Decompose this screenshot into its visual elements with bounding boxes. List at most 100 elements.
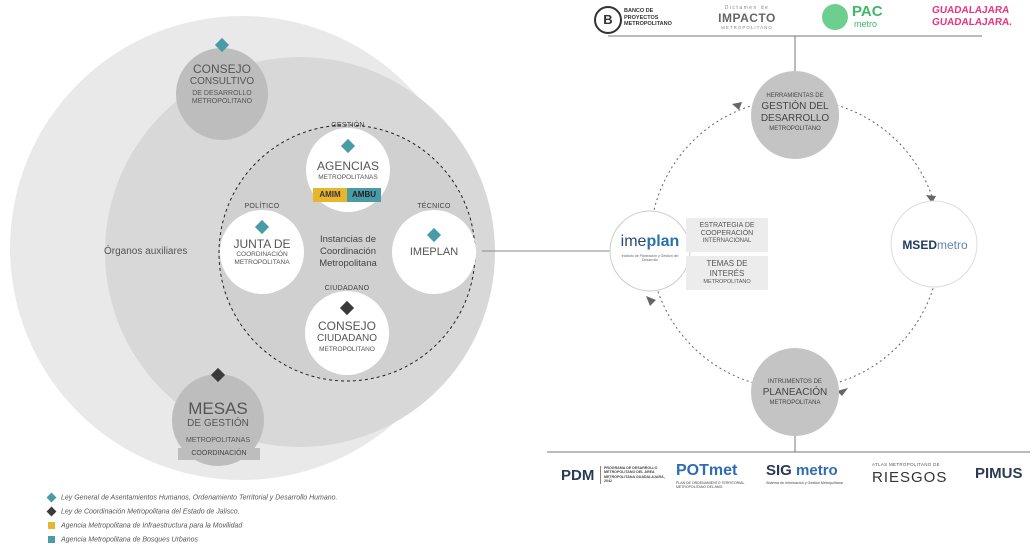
banco-line: BANCO DE — [624, 8, 654, 14]
legend-text: Ley de Coordinación Metropolitana del Es… — [61, 508, 240, 516]
herramientas-l2: GESTIÓN DEL — [761, 101, 829, 112]
pac-logo-sub: metro — [854, 19, 878, 29]
consejo-consultivo-small: DE DESARROLLO — [192, 90, 252, 97]
ambu-badge: AMBU — [347, 188, 381, 202]
junta-title: JUNTA DE — [233, 237, 291, 251]
ciudadano-tag: CIUDADANO — [324, 285, 370, 292]
legend-text: Agencia Metropolitana de Infraestructura… — [61, 522, 243, 530]
instrumentos-l1: INTRUMENTOS DE — [768, 379, 822, 385]
pimus-logo: PIMUS — [975, 465, 1023, 482]
consejo-ciudadano-sub: METROPOLITANO — [319, 346, 375, 353]
banco-line: METROPOLITANO — [624, 21, 672, 28]
instrumentos-circle — [751, 348, 839, 436]
politico-tag: POLÍTICO — [244, 203, 280, 210]
yellow-square-icon — [48, 522, 55, 529]
temas-l3: METROPOLITANO — [703, 279, 751, 285]
agencias-sub: METROPOLITANAS — [318, 174, 378, 181]
arrowhead — [926, 195, 936, 203]
legend-item: Ley de Coordinación Metropolitana del Es… — [46, 506, 240, 518]
mesas-title: MESAS — [188, 399, 248, 418]
teal-diamond-icon — [46, 492, 57, 503]
instancias-line: Metropolitana — [319, 257, 377, 269]
sig-logo-text: Sistema de Información y Gestión Metropo… — [766, 481, 843, 485]
pac-leaf-icon — [822, 4, 848, 30]
estrategia-l1: ESTRATEGIA DE — [699, 222, 755, 229]
junta-circle — [220, 210, 304, 294]
junta-sub: COORDINACIÓN — [236, 251, 288, 258]
pac-logo-big: PAC — [852, 3, 883, 20]
arrowhead — [837, 388, 848, 396]
consejo-consultivo-sub: CONSULTIVO — [189, 76, 255, 87]
temas-l1: TEMAS DE — [706, 259, 748, 268]
consejo-ciudadano-title2: CIUDADANO — [316, 333, 377, 344]
consejo-consultivo-title: CONSEJO — [192, 62, 251, 76]
msed-a: MSED — [902, 238, 937, 252]
organos-auxiliares-label: Órganos auxiliares — [104, 246, 188, 257]
herramientas-circle — [751, 71, 839, 159]
pdm-logo-text: PROGRAMA DE DESARROLLO METROPOLITANO DEL… — [600, 466, 666, 484]
amim-badge: AMIM — [313, 188, 347, 202]
imeplan-logo-a: ime — [620, 233, 647, 250]
tecnico-tag: TÉCNICO — [417, 203, 451, 210]
agencias-title: AGENCIAS — [316, 159, 379, 173]
legend-item: Agencia Metropolitana de Bosques Urbanos — [48, 536, 198, 546]
arrowhead — [646, 296, 656, 306]
gdl-logo-l2: GUADALAJARA. — [931, 17, 1013, 28]
consejo-ciudadano-title: CONSEJO — [317, 319, 376, 333]
herramientas-l4: METROPOLITANO — [769, 126, 821, 132]
temas-box — [686, 256, 768, 290]
imeplan-logo: imeplan — [614, 234, 686, 250]
potmet-logo-text: PLAN DE ORDENAMIENTO TERRITORIAL METROPO… — [676, 481, 745, 490]
imeplan-logo-circle — [609, 210, 691, 292]
gestion-tag: GESTIÓN — [331, 122, 365, 129]
banco-logo-icon: B — [594, 6, 622, 34]
estrategia-l2: COOPERACIÓN — [700, 230, 754, 237]
mesas-circle — [172, 374, 264, 466]
teal-square-icon — [48, 536, 55, 543]
gdl-logo-l1: GUADALAJARA — [931, 5, 1010, 16]
instancias-label: Instancias de Coordinación Metropolitana — [308, 234, 388, 270]
sig-a: SIG — [766, 462, 792, 479]
impacto-big: IMPACTO — [718, 11, 776, 25]
coordinacion-band: COORDINACIÓN — [178, 448, 260, 460]
impacto-logo: Dictamen de IMPACTO METROPOLITANO — [712, 5, 782, 30]
instancias-line: Coordinación — [320, 245, 376, 257]
consejo-ciudadano-circle — [305, 291, 389, 375]
banco-line: PROYECTOS — [624, 14, 659, 21]
arrowhead — [732, 102, 742, 110]
legend-item: Agencia Metropolitana de Infraestructura… — [48, 522, 242, 532]
temas-l2: INTERÉS — [709, 269, 745, 278]
msed-b: metro — [936, 238, 968, 252]
imeplan-logo-sub: Instituto de Planeación y Gestión del De… — [621, 254, 679, 262]
consejo-consultivo-small2: METROPOLITANO — [191, 98, 253, 105]
msed-logo: MSEDmetro — [897, 238, 973, 252]
consejo-consultivo-circle — [176, 48, 268, 140]
legend-text: Agencia Metropolitana de Bosques Urbanos — [61, 536, 198, 544]
instancias-line: Instancias de — [320, 234, 376, 245]
legend-text: Ley General de Asentamientos Humanos, Or… — [61, 494, 338, 502]
potmet-logo: POTmet — [676, 462, 738, 479]
mesas-sub2: METROPOLITANAS — [185, 437, 251, 444]
mesas-sub: DE GESTIÓN — [187, 418, 249, 429]
msed-circle — [890, 200, 978, 288]
impacto-sub: METROPOLITANO — [721, 25, 773, 30]
instrumentos-l3: METROPOLITANA — [769, 400, 821, 406]
imeplan-logo-b: plan — [646, 233, 680, 250]
banco-logo-text: BANCO DE PROYECTOS METROPOLITANO — [624, 8, 672, 28]
sig-b: metro — [796, 462, 838, 479]
estrategia-l3: INTERNACIONAL — [702, 238, 752, 244]
instrumentos-l2: PLANEACIÓN — [762, 387, 828, 398]
legend-item: Ley General de Asentamientos Humanos, Or… — [46, 492, 338, 504]
impacto-small: Dictamen de — [724, 5, 770, 11]
dark-diamond-icon — [46, 506, 57, 517]
estrategia-box — [686, 218, 768, 252]
riesgos-logo: RIESGOS — [872, 469, 948, 486]
imeplan-title: IMEPLAN — [409, 246, 459, 258]
junta-sub2: METROPOLITANA — [234, 259, 290, 266]
riesgos-logo-small: ATLAS METROPOLITANO DE — [872, 462, 940, 467]
sig-logo: SIG metro — [766, 462, 838, 479]
pdm-logo: PDM — [561, 467, 595, 484]
herramientas-l1: HERRAMIENTAS DE — [766, 93, 824, 99]
imeplan-circle — [392, 210, 476, 294]
